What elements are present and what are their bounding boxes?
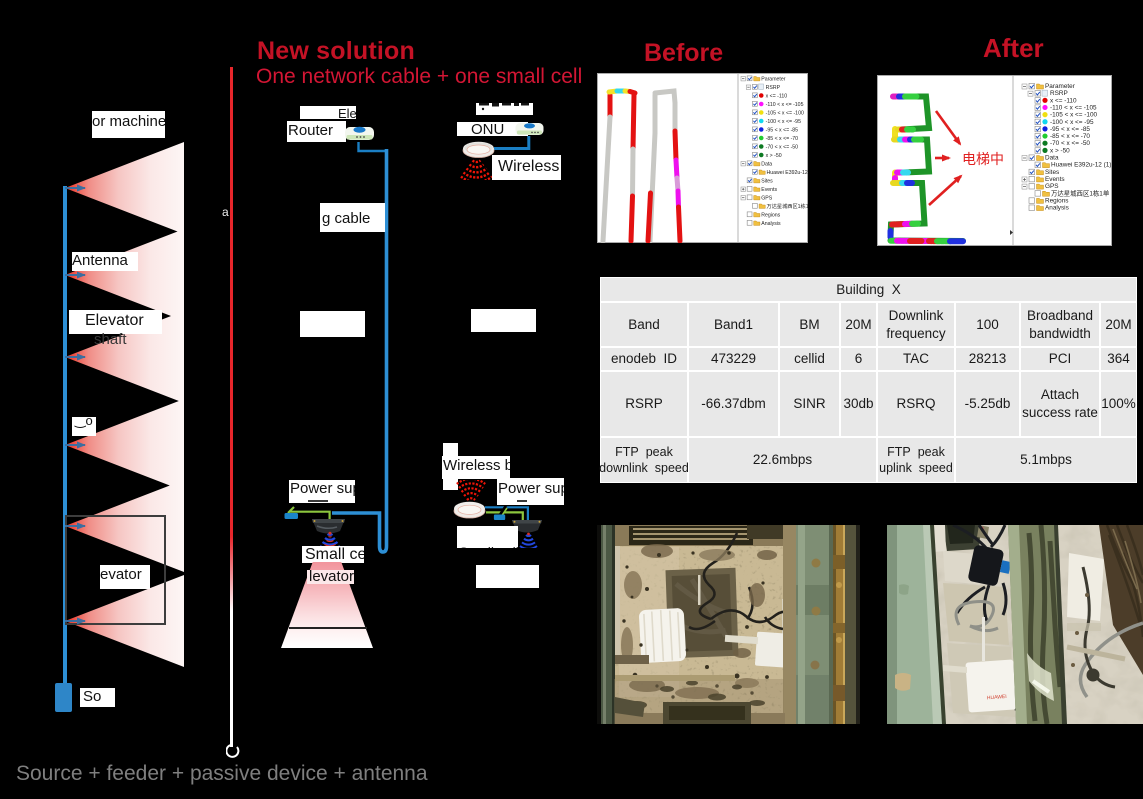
svg-text:Sites: Sites <box>761 179 773 185</box>
svg-text:Parameter: Parameter <box>761 77 785 83</box>
svg-text:-95 < x <= -85: -95 < x <= -85 <box>766 128 799 134</box>
svg-text:-85 < x <= -70: -85 < x <= -70 <box>766 136 799 142</box>
svg-text:GPS: GPS <box>1045 183 1059 190</box>
svg-text:-110 < x <= -105: -110 < x <= -105 <box>766 102 804 108</box>
svg-text:x <= -110: x <= -110 <box>1050 97 1077 104</box>
svg-text:万达星城西区1栋1单: 万达星城西区1栋1单 <box>1051 188 1110 197</box>
svg-text:RSRP: RSRP <box>1050 90 1068 97</box>
svg-text:Analysis: Analysis <box>1045 205 1069 212</box>
svg-text:Regions: Regions <box>761 213 780 219</box>
svg-text:-85 < x <= -70: -85 < x <= -70 <box>1050 133 1090 140</box>
svg-text:Parameter: Parameter <box>1045 83 1076 90</box>
svg-text:Huawei E392u-12 (1): Huawei E392u-12 (1) <box>767 170 808 176</box>
svg-text:Data: Data <box>1045 155 1059 162</box>
svg-text:Data: Data <box>761 162 772 168</box>
svg-text:万达星城西区1栋1单: 万达星城西区1栋1单 <box>767 202 808 210</box>
svg-text:-95 < x <= -85: -95 < x <= -85 <box>1050 126 1090 133</box>
svg-text:电梯中: 电梯中 <box>962 151 1004 167</box>
svg-text:Regions: Regions <box>1045 197 1068 204</box>
svg-text:x > -50: x > -50 <box>1050 147 1070 154</box>
svg-text:-70 < x <= -50: -70 < x <= -50 <box>1050 140 1090 147</box>
svg-text:Huawei E392u-12 (1): Huawei E392u-12 (1) <box>1051 162 1111 169</box>
svg-text:Analysis: Analysis <box>761 221 781 227</box>
svg-text:-105 < x <= -100: -105 < x <= -100 <box>1050 112 1098 119</box>
svg-text:-70 < x <= -50: -70 < x <= -50 <box>766 145 799 151</box>
svg-text:x > -50: x > -50 <box>766 153 782 159</box>
svg-text:-110 < x <= -105: -110 < x <= -105 <box>1050 104 1097 111</box>
svg-text:Events: Events <box>1045 176 1065 183</box>
svg-text:-100 < x <= -95: -100 < x <= -95 <box>766 119 801 125</box>
svg-text:Events: Events <box>761 187 777 193</box>
svg-text:Sites: Sites <box>1045 169 1059 176</box>
svg-text:GPS: GPS <box>761 196 772 202</box>
svg-text:RSRP: RSRP <box>766 85 781 91</box>
svg-text:x <= -110: x <= -110 <box>766 94 788 100</box>
svg-text:-105 < x <= -100: -105 < x <= -100 <box>766 111 804 117</box>
svg-text:-100 < x <= -95: -100 < x <= -95 <box>1050 119 1094 126</box>
svg-text:HUAWEI: HUAWEI <box>987 694 1007 701</box>
